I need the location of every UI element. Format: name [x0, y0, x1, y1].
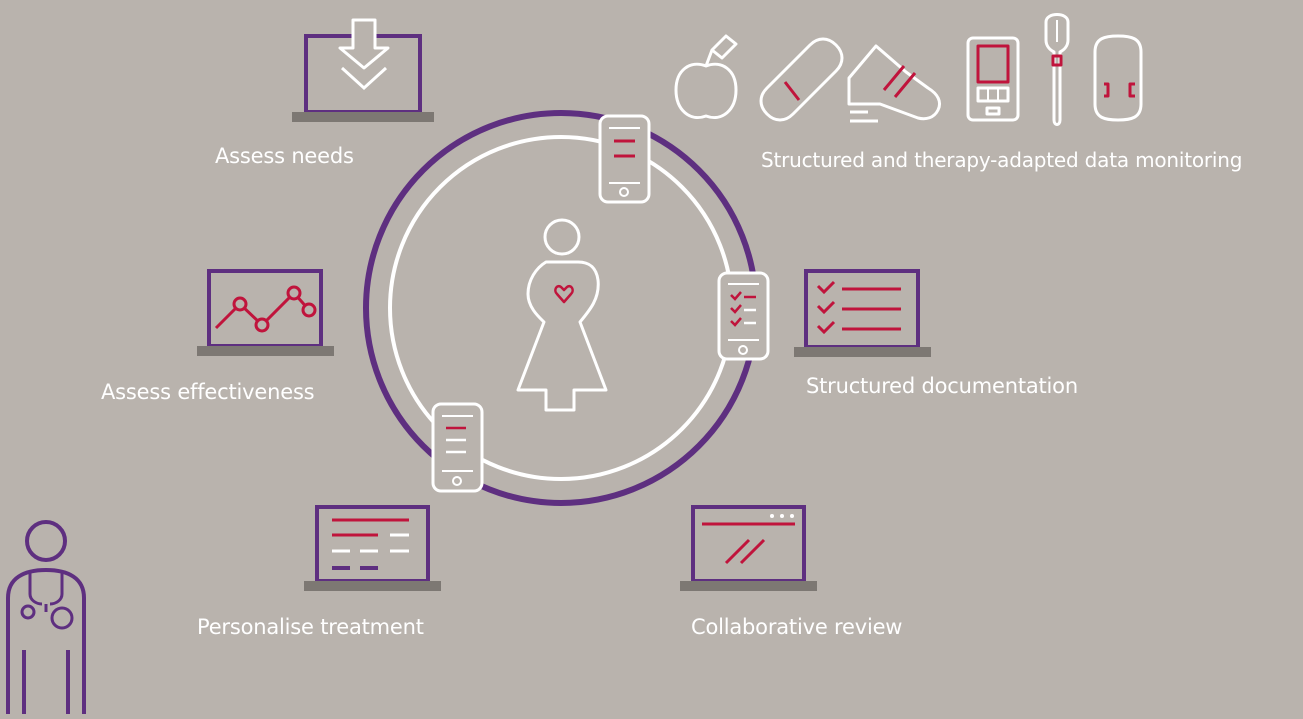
pill-icon — [759, 37, 844, 122]
assess-effectiveness-label: Assess effectiveness — [101, 380, 315, 404]
personalise-treatment-label: Personalise treatment — [197, 615, 424, 639]
shoe-icon — [847, 44, 942, 123]
lancet-icon — [1044, 13, 1070, 126]
apple-icon — [674, 34, 738, 119]
smartphone-checklist-icon — [717, 271, 770, 361]
outer-purple-ring — [363, 110, 759, 506]
laptop-plan-icon — [304, 505, 441, 591]
laptop-checklist-icon — [794, 269, 931, 357]
pregnant-woman-icon — [516, 218, 608, 412]
smartphone-icon — [431, 402, 484, 493]
glucose-meter-icon — [966, 36, 1020, 122]
laptop-download-icon — [292, 18, 434, 122]
care-cycle-rings — [363, 110, 759, 506]
smartphone-icon — [598, 114, 651, 204]
doctor-icon — [6, 520, 86, 714]
laptop-chart-icon — [197, 269, 334, 356]
sensor-icon — [1093, 34, 1143, 122]
structured-documentation-label: Structured documentation — [806, 374, 1078, 398]
data-monitoring-label: Structured and therapy-adapted data moni… — [761, 148, 1243, 172]
laptop-review-icon — [680, 505, 817, 591]
heart-icon — [554, 285, 574, 304]
assess-needs-label: Assess needs — [215, 144, 354, 168]
collaborative-review-label: Collaborative review — [691, 615, 903, 639]
